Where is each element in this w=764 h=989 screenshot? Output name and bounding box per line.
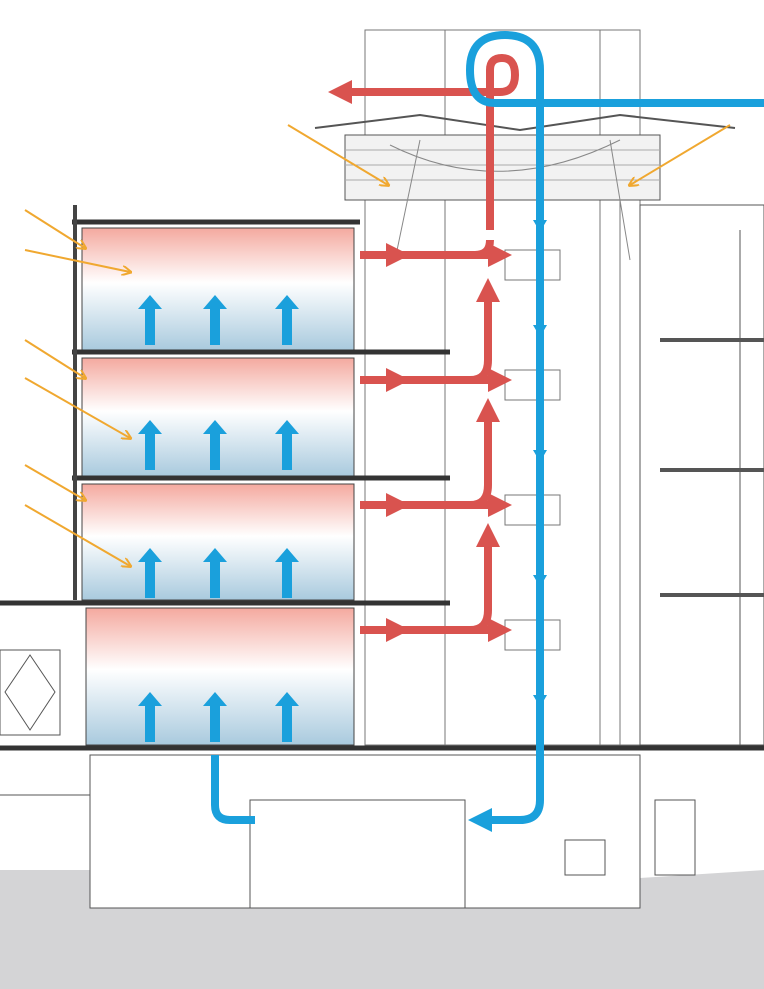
supply-arrow-up [275, 295, 299, 345]
room-supply-arrows [138, 295, 299, 742]
supply-duct-markers [533, 220, 547, 707]
supply-arrow-up [203, 420, 227, 470]
supply-arrow-up [138, 548, 162, 598]
sunlight-arrows [24, 124, 731, 566]
left-wing [0, 205, 764, 751]
right-wing [639, 204, 764, 746]
supply-arrow-up [138, 295, 162, 345]
supply-air-flow [211, 30, 764, 832]
supply-arrow-up [203, 548, 227, 598]
supply-arrow-up [275, 420, 299, 470]
door-diamond [4, 654, 56, 731]
supply-arrow-up [138, 692, 162, 742]
supply-arrow-up [203, 692, 227, 742]
supply-arrow-up [203, 295, 227, 345]
roof-canopy [314, 113, 736, 261]
supply-arrow-up [275, 548, 299, 598]
floor-slabs [0, 219, 764, 751]
ground [0, 870, 764, 989]
supply-arrow-up [138, 420, 162, 470]
exhaust-air-flow [328, 53, 520, 642]
supply-arrow-up [275, 692, 299, 742]
basement [0, 754, 696, 909]
entrance-door [0, 649, 61, 736]
